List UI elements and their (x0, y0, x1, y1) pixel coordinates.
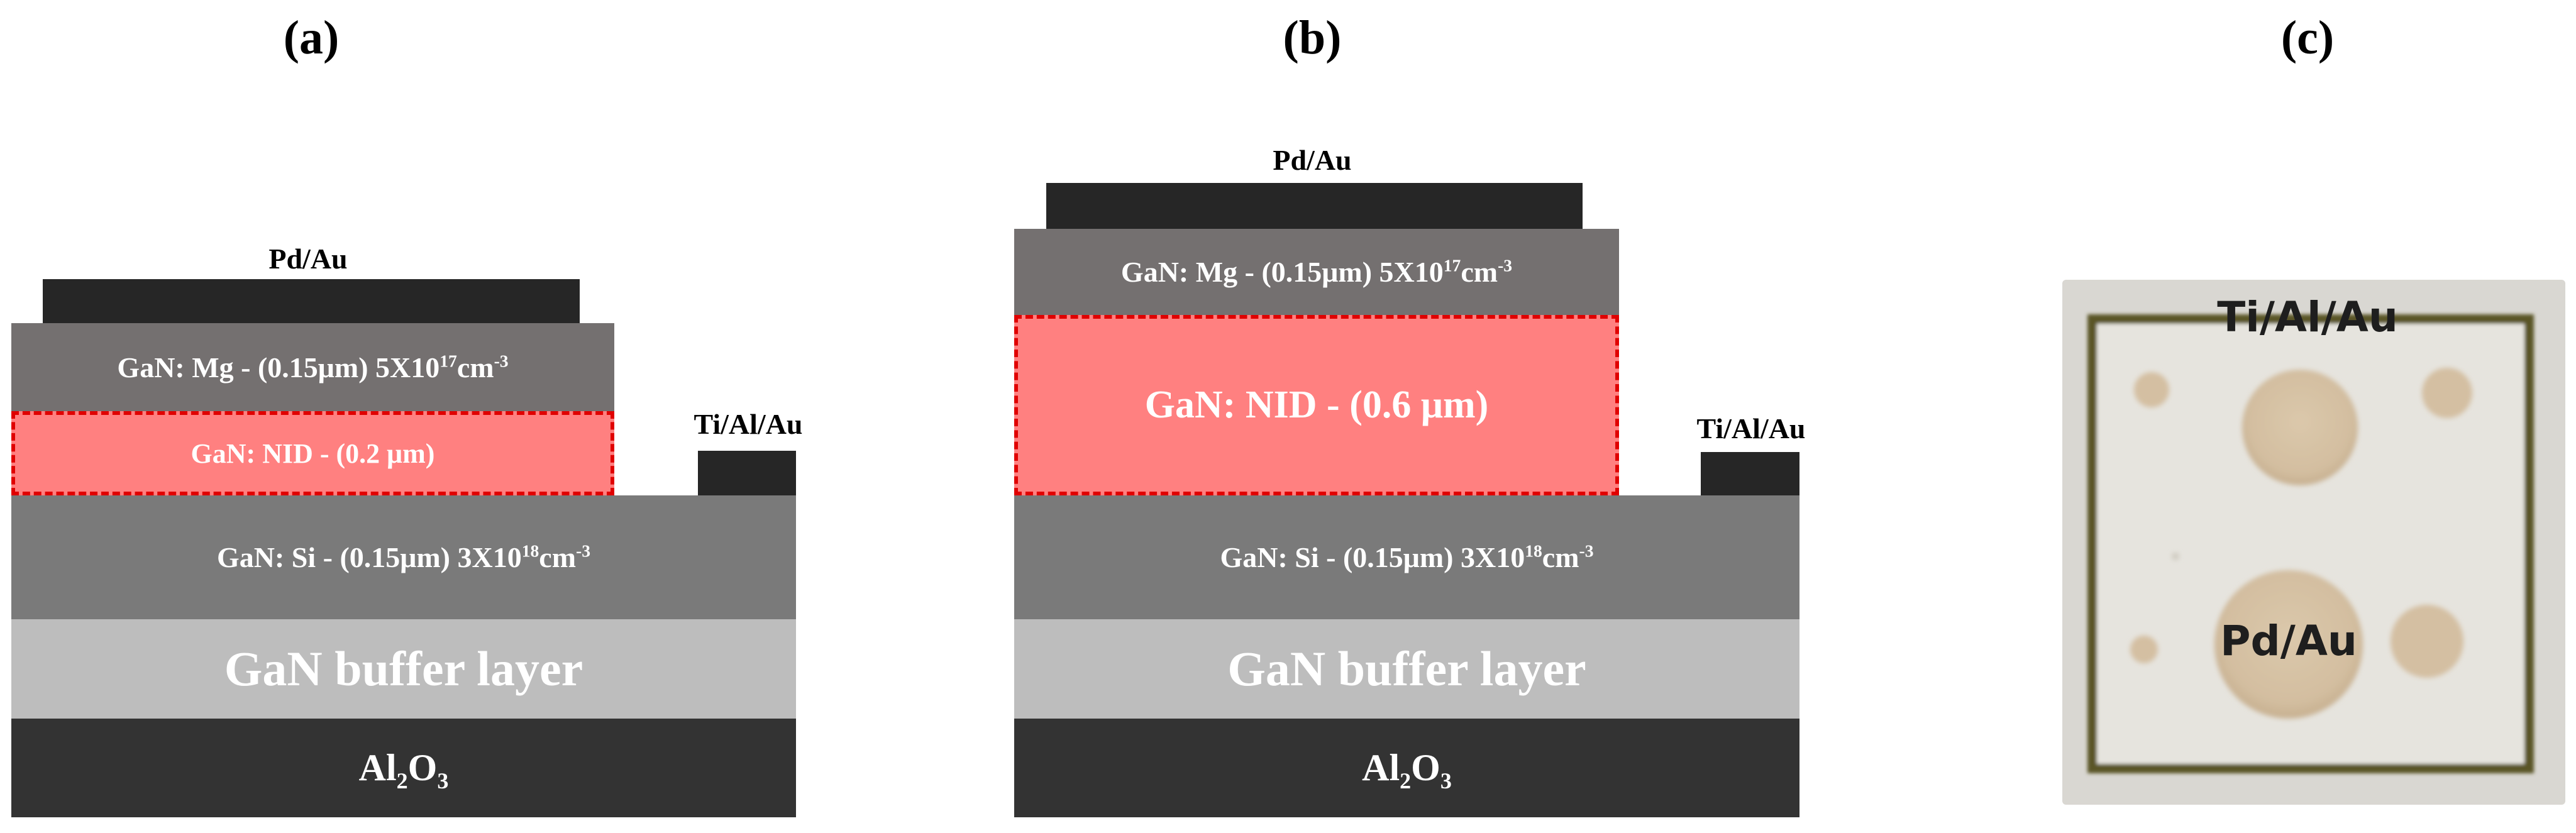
pad-small-bottom-right (2391, 605, 2463, 678)
nid-layer-b: GaN: NID - (0.6 μm) (1014, 315, 1619, 495)
pad-small-top-left (2134, 372, 2169, 407)
pd-au-label-b: Pd/Au (1273, 144, 1352, 176)
si-layer-b: GaN: Si - (0.15μm) 3X1018cm-3 (1014, 495, 1799, 619)
buffer-layer-a: GaN buffer layer (11, 619, 796, 719)
nid-layer-a: GaN: NID - (0.2 μm) (11, 411, 614, 495)
pd-au-contact-a (43, 279, 580, 323)
ti-al-au-label-a: Ti/Al/Au (694, 408, 803, 440)
mg-layer-b: GaN: Mg - (0.15μm) 5X1017cm-3 (1014, 229, 1619, 315)
pad-small-top-right (2422, 368, 2472, 418)
mg-layer-text-b: GaN: Mg - (0.15μm) 5X1017cm-3 (1120, 255, 1513, 288)
si-layer-a: GaN: Si - (0.15μm) 3X1018cm-3 (11, 495, 796, 619)
device-photo (2062, 280, 2565, 805)
si-layer-text-b: GaN: Si - (0.15μm) 3X1018cm-3 (1220, 541, 1594, 573)
pad-large-top (2242, 370, 2358, 485)
buffer-layer-b: GaN buffer layer (1014, 619, 1799, 719)
substrate-text-b: Al2O3 (1362, 747, 1452, 793)
panel-label-b: (b) (1283, 11, 1342, 64)
device-photo-svg (2062, 280, 2565, 805)
pad-large-bottom (2214, 570, 2363, 719)
pd-au-label-a: Pd/Au (268, 243, 348, 275)
photo-label-pd-au: Pd/Au (2220, 617, 2357, 665)
substrate-a: Al2O3 (11, 719, 796, 817)
mg-layer-a: GaN: Mg - (0.15μm) 5X1017cm-3 (11, 323, 614, 411)
si-layer-text-a: GaN: Si - (0.15μm) 3X1018cm-3 (216, 541, 591, 573)
mg-layer-text-a: GaN: Mg - (0.15μm) 5X1017cm-3 (117, 351, 509, 383)
ti-al-au-label-b: Ti/Al/Au (1696, 412, 1806, 444)
panel-label-a: (a) (283, 11, 340, 64)
photo-label-ti-al-au: Ti/Al/Au (2217, 293, 2398, 341)
substrate-b: Al2O3 (1014, 719, 1799, 817)
pd-au-contact-b (1046, 183, 1583, 229)
ti-al-au-contact-a (698, 451, 796, 495)
substrate-text-a: Al2O3 (358, 747, 449, 793)
pad-small-bottom-left (2130, 636, 2158, 663)
panel-label-c: (c) (2280, 11, 2335, 64)
ti-al-au-contact-b (1701, 452, 1799, 495)
